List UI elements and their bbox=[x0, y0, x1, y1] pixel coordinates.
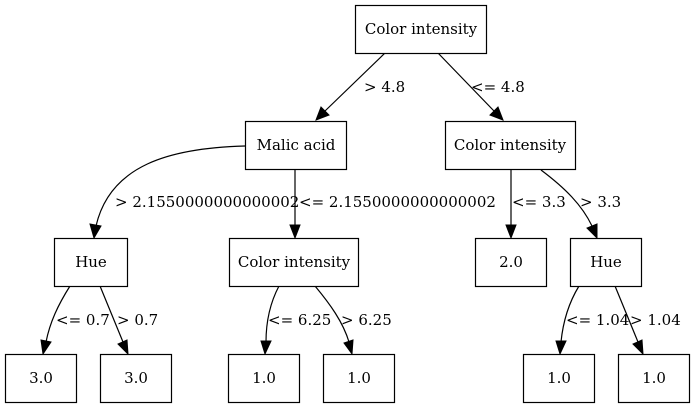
node-leaf-3-0-a: 3.0 bbox=[4, 353, 78, 404]
arrowhead-hue-right-to-leaf-d bbox=[632, 339, 644, 356]
node-label: 2.0 bbox=[499, 253, 523, 271]
node-color-intensity-mid: Color intensity bbox=[228, 237, 360, 288]
edge-label-ci-right-gt: > 3.3 bbox=[580, 193, 621, 211]
edge-label-hue-left-le: <= 0.7 bbox=[56, 311, 110, 329]
edge-labels: > 4.8 <= 4.8 > 2.1550000000000002 <= 2.1… bbox=[56, 78, 681, 329]
edge-label-ci-mid-le: <= 6.25 bbox=[268, 311, 331, 329]
node-label: 1.0 bbox=[547, 369, 571, 387]
arrowhead-color-intensity-right-to-hue-right bbox=[586, 223, 598, 240]
nodes: Color intensity Malic acid Color intensi… bbox=[4, 4, 691, 404]
node-label: Color intensity bbox=[238, 253, 351, 271]
node-leaf-3-0-b: 3.0 bbox=[99, 353, 173, 404]
edge-hue-right-to-leaf-d bbox=[614, 285, 639, 343]
node-label: 3.0 bbox=[124, 369, 148, 387]
arrowhead-hue-right-to-leaf-c bbox=[555, 340, 567, 356]
node-leaf-1-0-d: 1.0 bbox=[617, 353, 691, 404]
edge-label-ci-right-le: <= 3.3 bbox=[512, 193, 566, 211]
edge-label-malic-gt: > 2.1550000000000002 bbox=[115, 193, 299, 211]
edge-hue-right-to-leaf-c bbox=[560, 285, 580, 343]
edge-color-intensity-right-to-hue-right bbox=[540, 169, 593, 227]
edge-label-root-le: <= 4.8 bbox=[471, 78, 525, 96]
edge-hue-left-to-leaf-b bbox=[99, 285, 124, 343]
arrowhead-hue-left-to-leaf-b bbox=[117, 339, 129, 356]
node-color-intensity-right: Color intensity bbox=[444, 120, 577, 171]
edges bbox=[40, 52, 644, 356]
edge-color-intensity-mid-to-leaf-a bbox=[265, 285, 280, 343]
edge-root-to-color-intensity-right bbox=[437, 52, 495, 112]
arrowhead-root-to-malic-acid bbox=[315, 106, 330, 121]
node-label: 3.0 bbox=[29, 369, 53, 387]
node-hue-right: Hue bbox=[569, 237, 643, 288]
arrowhead-color-intensity-mid-to-leaf-a bbox=[260, 340, 272, 356]
node-leaf-2-0: 2.0 bbox=[474, 237, 548, 288]
edge-label-root-gt: > 4.8 bbox=[364, 78, 405, 96]
node-leaf-1-0-a: 1.0 bbox=[227, 353, 301, 404]
node-label: 1.0 bbox=[252, 369, 276, 387]
arrowhead-hue-left-to-leaf-a bbox=[40, 339, 52, 356]
arrowhead-malic-acid-to-hue-left bbox=[89, 223, 102, 240]
node-hue-left: Hue bbox=[53, 237, 129, 288]
arrowhead-color-intensity-right-to-leaf-2 bbox=[505, 224, 517, 240]
node-label: 1.0 bbox=[347, 369, 371, 387]
edge-malic-acid-to-hue-left bbox=[95, 145, 246, 227]
edge-root-to-malic-acid bbox=[324, 52, 386, 112]
node-label: Color intensity bbox=[365, 20, 478, 38]
node-leaf-1-0-c: 1.0 bbox=[522, 353, 596, 404]
edge-label-ci-mid-gt: > 6.25 bbox=[341, 311, 392, 329]
node-label: Malic acid bbox=[257, 136, 336, 154]
arrowhead-color-intensity-mid-to-leaf-b bbox=[343, 339, 354, 356]
node-leaf-1-0-b: 1.0 bbox=[322, 353, 396, 404]
node-label: Hue bbox=[590, 253, 622, 271]
node-root-color-intensity: Color intensity bbox=[354, 4, 488, 55]
edge-color-intensity-mid-to-leaf-b bbox=[314, 285, 350, 343]
edge-hue-left-to-leaf-a bbox=[45, 285, 71, 343]
node-label: Color intensity bbox=[454, 136, 567, 154]
arrowhead-malic-acid-to-color-intensity-mid bbox=[289, 224, 301, 240]
edge-label-hue-right-gt: > 1.04 bbox=[630, 311, 681, 329]
node-label: Hue bbox=[75, 253, 107, 271]
node-label: 1.0 bbox=[642, 369, 666, 387]
edge-label-malic-le: <= 2.1550000000000002 bbox=[299, 193, 496, 211]
edge-label-hue-left-gt: > 0.7 bbox=[117, 311, 158, 329]
node-malic-acid: Malic acid bbox=[244, 120, 348, 171]
edge-label-hue-right-le: <= 1.04 bbox=[566, 311, 629, 329]
arrowhead-root-to-color-intensity-right bbox=[489, 106, 504, 121]
